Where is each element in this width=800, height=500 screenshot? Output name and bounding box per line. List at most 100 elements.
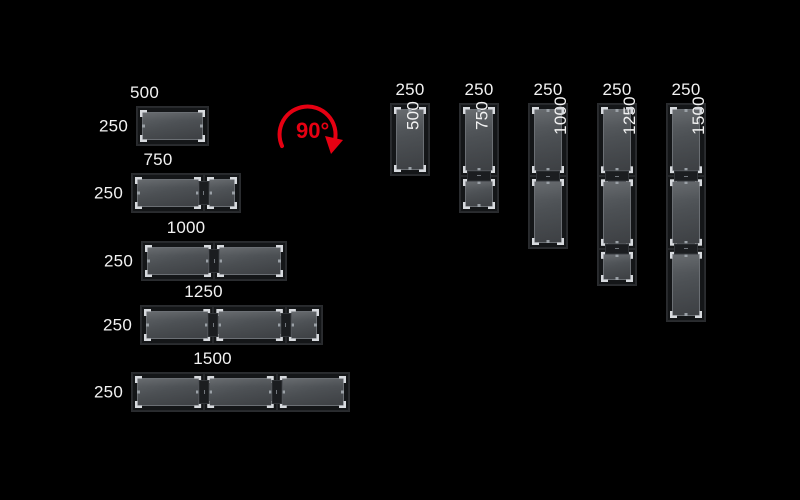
width-dimension-label: 250 [395,80,425,99]
length-dimension-label: 1000 [551,96,571,135]
panel-face [534,109,562,171]
width-dimension-label: 250 [94,382,123,402]
panel-module[interactable] [132,373,205,411]
panel-module[interactable] [214,242,286,280]
fastener-stud-icon [209,390,213,394]
panel-face [208,179,235,207]
panel-module[interactable] [391,104,429,175]
panel-assembly[interactable] [136,106,209,146]
panel-face [396,109,424,170]
panel-face [218,311,281,339]
fastener-stud-icon [231,191,235,195]
module-joint [466,170,492,182]
fastener-stud-icon [684,312,688,316]
panel-face [603,109,631,172]
panel-module[interactable] [142,242,214,280]
length-dimension-label: 1000 [166,218,206,237]
fastener-stud-icon [546,168,550,171]
fastener-stud-icon [200,124,203,128]
panel-assembly[interactable] [459,103,499,213]
width-dimension-label: 250 [94,183,123,203]
width-dimension-label: 250 [99,116,128,136]
panel-face [672,253,700,316]
length-dimension-label: 1500 [193,349,232,368]
fastener-stud-icon [147,259,150,263]
fastener-stud-icon [137,191,140,195]
panel-face [672,109,700,172]
panel-face [146,311,209,339]
panel-face [603,181,631,244]
panel-module[interactable] [276,373,349,411]
module-joint [604,243,630,255]
fastener-stud-icon [408,109,412,112]
length-dimension-label: 1250 [184,282,223,301]
length-dimension-label: 1250 [620,96,640,135]
module-joint [673,243,699,255]
fastener-stud-icon [195,191,199,195]
panel-assembly[interactable] [390,103,430,176]
fastener-stud-icon [615,181,619,185]
module-joint [535,170,561,182]
panel-module[interactable] [460,175,498,212]
fastener-stud-icon [281,390,285,394]
module-joint [198,379,210,405]
width-dimension-label: 250 [103,315,132,335]
panel-module[interactable] [667,248,705,321]
fastener-stud-icon [408,167,412,170]
fastener-stud-icon [219,259,222,263]
panel-face [534,181,562,243]
fastener-stud-icon [615,168,619,172]
panel-assembly[interactable] [131,173,241,213]
module-joint [198,180,210,206]
fastener-stud-icon [615,276,619,280]
panel-assembly[interactable] [140,305,323,345]
panel-module[interactable] [460,104,498,176]
fastener-stud-icon [205,323,209,327]
panel-module[interactable] [203,174,240,212]
fastener-stud-icon [196,390,200,394]
panel-assembly[interactable] [597,103,637,286]
panel-face [147,247,209,275]
fastener-stud-icon [340,390,344,394]
panel-assembly[interactable] [131,372,350,412]
width-dimension-label: 250 [602,80,632,99]
panel-face [137,179,199,207]
panel-module[interactable] [529,176,567,248]
fastener-stud-icon [268,390,272,394]
panel-module[interactable] [598,248,636,285]
panel-assembly[interactable] [666,103,706,322]
length-dimension-label: 1500 [689,96,709,135]
fastener-stud-icon [546,181,550,184]
panel-module[interactable] [667,176,705,249]
panel-module[interactable] [213,306,286,344]
panel-face [209,378,272,406]
panel-module[interactable] [667,104,705,177]
panel-face [142,112,203,140]
fastener-stud-icon [615,253,619,257]
panel-module[interactable] [529,104,567,176]
fastener-stud-icon [477,109,481,112]
length-dimension-label: 750 [143,150,173,169]
fastener-stud-icon [684,168,688,172]
fastener-stud-icon [278,259,281,263]
fastener-stud-icon [290,323,294,327]
fastener-stud-icon [684,109,688,112]
panel-face [219,247,281,275]
panel-module[interactable] [141,306,214,344]
panel-module[interactable] [598,176,636,249]
fastener-stud-icon [684,181,688,185]
module-joint [604,170,630,182]
rotation-arc-icon [277,104,343,154]
panel-module[interactable] [137,107,208,145]
panel-assembly[interactable] [141,241,287,281]
fastener-stud-icon [615,109,619,112]
panel-assembly[interactable] [528,103,568,249]
panel-module[interactable] [204,373,277,411]
fastener-stud-icon [137,390,140,394]
panel-module[interactable] [132,174,204,212]
module-joint [280,312,292,338]
length-dimension-label: 500 [130,83,159,102]
panel-module[interactable] [598,104,636,177]
width-dimension-label: 250 [671,80,701,99]
